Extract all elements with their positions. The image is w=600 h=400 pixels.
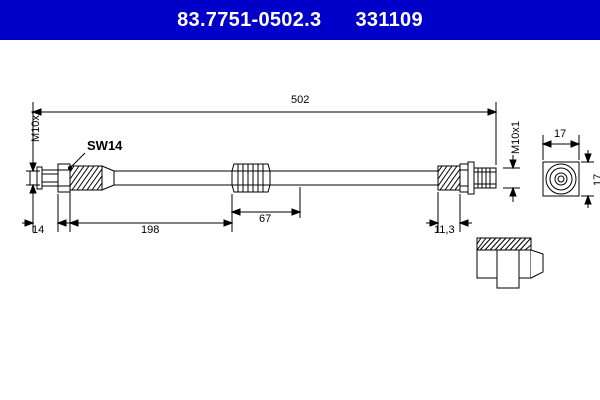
hose-section-right bbox=[269, 170, 439, 186]
part-number: 83.7751-0502.3 bbox=[177, 8, 322, 31]
detail-section-view bbox=[476, 237, 544, 289]
hose-section-left bbox=[113, 170, 233, 186]
label-thread-right: M10x1 bbox=[510, 120, 522, 154]
dim-m10x1-right bbox=[503, 155, 520, 202]
right-end-fitting bbox=[437, 161, 497, 195]
article-number: 331109 bbox=[355, 8, 423, 31]
header-bar: 83.7751-0502.3 331109 bbox=[0, 0, 600, 40]
leader-sw14 bbox=[67, 152, 86, 171]
middle-bellows bbox=[231, 163, 271, 193]
label-wrench-size: SW14 bbox=[87, 138, 123, 153]
dim-14 bbox=[22, 188, 70, 232]
label-dim-17-horizontal: 17 bbox=[554, 128, 567, 140]
label-end-length-left: 14 bbox=[32, 224, 45, 236]
dim-17-vertical bbox=[581, 150, 594, 208]
label-total-length: 502 bbox=[291, 94, 310, 106]
left-end-fitting bbox=[29, 163, 115, 193]
label-thread-left: M10x1 bbox=[30, 108, 42, 142]
dim-11-3 bbox=[426, 192, 472, 232]
dim-17-horizontal bbox=[541, 135, 581, 160]
label-dim-198: 198 bbox=[141, 224, 160, 236]
label-dim-17-vertical: 17 bbox=[592, 173, 600, 186]
label-dim-11-3: 11,3 bbox=[434, 224, 455, 236]
dim-67 bbox=[230, 187, 302, 218]
right-end-view bbox=[542, 161, 580, 197]
technical-drawing: 502 M10x1 SW14 M10x1 14 198 67 11,3 17 1… bbox=[0, 40, 600, 400]
dim-502 bbox=[31, 102, 498, 168]
drawing-svg bbox=[22, 102, 594, 289]
label-dim-67: 67 bbox=[259, 213, 272, 225]
